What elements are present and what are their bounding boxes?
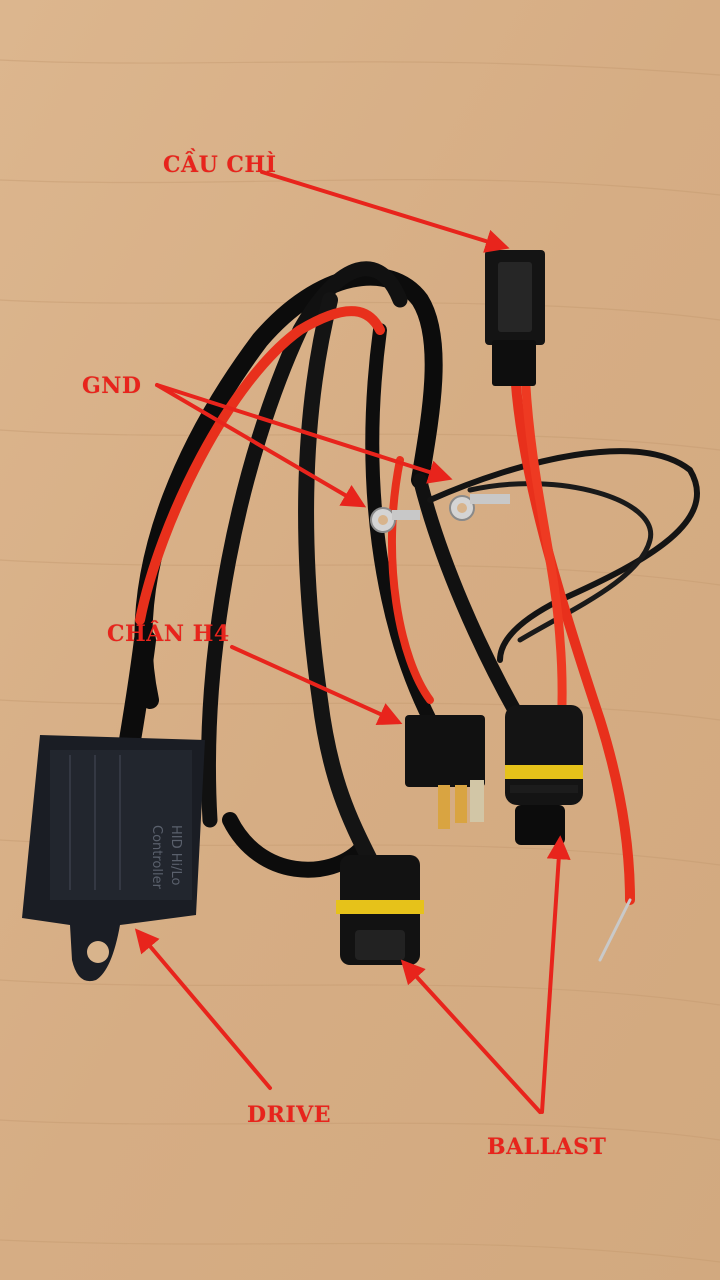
arrow-icon bbox=[540, 835, 571, 1114]
red-wire-fuse-1 bbox=[510, 365, 635, 905]
black-wire-loop-left bbox=[134, 267, 443, 709]
h4-connector bbox=[405, 715, 485, 829]
ballast-connector-bottom bbox=[336, 855, 424, 965]
arrow-icon bbox=[400, 959, 542, 1114]
black-wire-to-ballast bbox=[413, 473, 527, 727]
black-wire-loop-outer bbox=[201, 261, 408, 828]
label-gnd: GND bbox=[82, 373, 142, 399]
gnd-terminal-right bbox=[449, 494, 510, 521]
arrow-icon bbox=[134, 928, 272, 1090]
arrow-icon bbox=[155, 383, 367, 508]
gnd-terminal-left bbox=[370, 507, 420, 533]
drive-cable bbox=[119, 629, 156, 751]
controller-text-line1: HID Hi/Lo bbox=[168, 825, 183, 886]
annotation-arrows bbox=[134, 170, 571, 1114]
red-wire-middle bbox=[388, 456, 434, 704]
thin-black-wire-2 bbox=[467, 481, 654, 643]
arrow-icon bbox=[260, 170, 510, 253]
red-wire-left bbox=[135, 306, 385, 625]
label-ballast: BALLAST bbox=[487, 1134, 607, 1160]
red-wire-tip bbox=[598, 898, 632, 962]
black-wire-center-2 bbox=[365, 323, 437, 727]
drive-controller-box: HID Hi/Lo Controller bbox=[22, 735, 205, 982]
fuse-holder bbox=[485, 250, 545, 386]
arrow-icon bbox=[155, 383, 453, 484]
black-wire-center bbox=[298, 292, 378, 868]
arrow-icon bbox=[230, 645, 403, 726]
wire-harness bbox=[119, 261, 700, 962]
label-fuse: CẦU CHÌ bbox=[163, 152, 277, 178]
controller-text-line2: Controller bbox=[149, 825, 164, 890]
label-h4: CHÂN H4 bbox=[107, 621, 230, 647]
label-drive: DRIVE bbox=[247, 1102, 331, 1128]
ballast-connector-right bbox=[505, 705, 583, 845]
thin-black-wire bbox=[427, 448, 700, 663]
